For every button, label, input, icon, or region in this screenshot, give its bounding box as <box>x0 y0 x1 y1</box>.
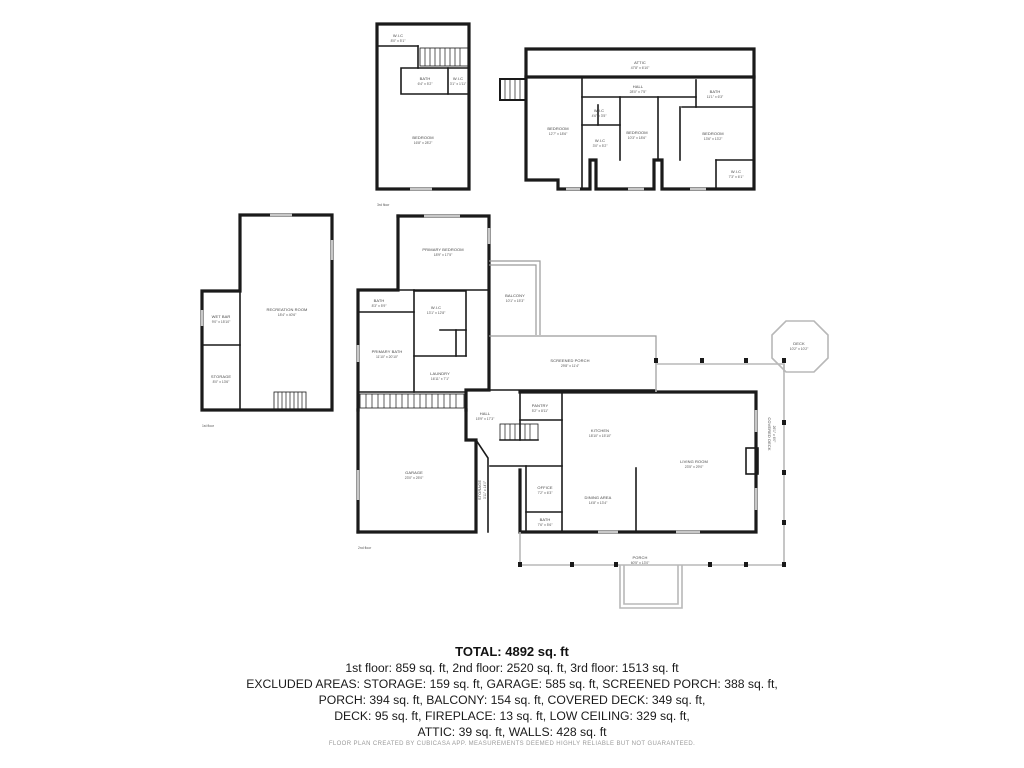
room-name: PRIMARY BEDROOM <box>422 247 463 252</box>
room-name: W.I.C <box>595 138 605 143</box>
room-name: W.I.C <box>393 33 403 38</box>
floor-areas: 1st floor: 859 sq. ft, 2nd floor: 2520 s… <box>345 661 679 675</box>
room-dims: 8'0" x 5'1" <box>391 39 407 43</box>
room-name: BALCONY <box>505 293 525 298</box>
room-name: LIVING ROOM <box>680 459 708 464</box>
floor-label: 3rd floor <box>377 203 390 207</box>
room-name: KITCHEN <box>591 428 609 433</box>
second-floor-plan <box>356 214 829 609</box>
room-dims: 10'2" x 10'2" <box>790 347 809 351</box>
room-dims: 8'3" x 5'9" <box>372 304 388 308</box>
room-name: STORAGE <box>211 374 231 379</box>
room-dims: 3'1" x 1'11" <box>450 82 467 86</box>
room-dims: 13'1" x 12'8" <box>427 311 446 315</box>
room-dims: 60'5" x 13'0" <box>631 561 650 565</box>
room-dims: 16'8" x 28'2" <box>414 141 433 145</box>
room-name: BATH <box>540 517 551 522</box>
room-dims: 7'2" x 6'3" <box>538 491 554 495</box>
room-name: PORCH <box>633 555 648 560</box>
room-dims: 9'0" x 15'10" <box>212 320 231 324</box>
stair-second <box>359 393 465 409</box>
room-dims: 18'9" x 17'5" <box>434 253 453 257</box>
room-dims: 16'11" x 7'1" <box>431 377 450 381</box>
room-name: BEDROOM <box>547 126 568 131</box>
room-dims: 10'1" x 15'3" <box>506 299 525 303</box>
room-dims: 18'4" x 40'6" <box>278 313 297 317</box>
room-name: RECREATION ROOM <box>267 307 308 312</box>
room-dims: 23'0" x 25'0" <box>405 476 424 480</box>
room-dims: 7'6" x 5'6" <box>538 523 554 527</box>
room-name: BATH <box>420 76 431 81</box>
upper-floor-plan <box>499 47 756 191</box>
room-name: BEDROOM <box>412 135 433 140</box>
excluded-areas-line-3: DECK: 95 sq. ft, FIREPLACE: 13 sq. ft, L… <box>334 709 690 723</box>
room-dims: 14'8" x 13'4" <box>589 501 608 505</box>
room-dims: 7'3" x 6'1" <box>729 175 745 179</box>
room-dims: 4'6" x 3'5" <box>592 114 608 118</box>
third-floor-plan <box>375 22 471 191</box>
room-name: LAUNDRY <box>430 371 450 376</box>
excluded-areas-line-2: PORCH: 394 sq. ft, BALCONY: 154 sq. ft, … <box>318 693 706 707</box>
room-dims: 3'11" x 14'0" <box>483 480 487 499</box>
room-name: W.I.C <box>731 169 741 174</box>
disclaimer-footer: FLOOR PLAN CREATED BY CUBICASA APP. MEAS… <box>328 741 696 747</box>
room-dims: 26'1" x 6'0" <box>772 426 776 444</box>
room-name: SCREENED PORCH <box>550 358 589 363</box>
room-name: OFFICE <box>537 485 552 490</box>
room-name: PRIMARY BATH <box>372 349 403 354</box>
room-dims: 10'3" x 18'6" <box>628 136 647 140</box>
room-dims: 13'6" x 13'2" <box>704 137 723 141</box>
total-area: TOTAL: 4892 sq. ft <box>455 644 569 659</box>
room-name: W.I.C <box>453 76 463 81</box>
room-dims: 29'8" x 11'4" <box>561 364 580 368</box>
fireplace <box>745 447 759 475</box>
room-dims: 28'0" x 7'5" <box>630 90 648 94</box>
room-dims: 3'0" x 5'2" <box>593 144 609 148</box>
stair-upper <box>499 78 527 101</box>
floor-plan: W.I.C 8'0" x 5'1" BATH 6'4" x 5'2" W.I.C… <box>200 22 829 609</box>
room-dims: 15'9" x 17'3" <box>476 417 495 421</box>
room-dims: 8'0" x 13'6" <box>213 380 231 384</box>
room-name: W.I.C <box>431 305 441 310</box>
room-dims: 11'1" x 6'3" <box>707 95 724 99</box>
room-name: HALL <box>633 84 644 89</box>
stair-third <box>419 47 469 67</box>
first-floor-plan <box>200 213 334 412</box>
floor-label: 1st floor <box>202 424 215 428</box>
deck-octagon <box>771 320 829 373</box>
room-name: WET BAR <box>212 314 231 319</box>
room-name: BEDROOM <box>626 130 647 135</box>
room-name: HALL <box>480 411 491 416</box>
room-name: PANTRY <box>532 403 549 408</box>
room-name: STORAGE <box>477 480 482 500</box>
room-dims: 47'8" x 6'10" <box>631 66 650 70</box>
room-name: W.I.C <box>594 108 604 113</box>
room-name: BATH <box>374 298 385 303</box>
room-dims: 23'5" x 29'0" <box>685 465 704 469</box>
room-dims: 11'10" x 20'10" <box>376 355 399 359</box>
floor-label: 2nd floor <box>358 546 372 550</box>
stair-first <box>273 391 307 410</box>
room-name: ATTIC <box>634 60 646 65</box>
excluded-areas-line-1: EXCLUDED AREAS: STORAGE: 159 sq. ft, GAR… <box>246 677 778 691</box>
stair-hall <box>499 423 539 441</box>
room-dims: 5'2" x 8'11" <box>532 409 549 413</box>
room-name: BATH <box>710 89 721 94</box>
room-name: GARAGE <box>405 470 423 475</box>
excluded-areas-line-4: ATTIC: 39 sq. ft, WALLS: 428 sq. ft <box>417 725 607 739</box>
room-name: COVERED DECK <box>767 417 772 450</box>
room-name: DINING AREA <box>585 495 612 500</box>
room-name: DECK <box>793 341 805 346</box>
room-dims: 18'10" x 15'10" <box>589 434 612 438</box>
room-name: BEDROOM <box>702 131 723 136</box>
room-dims: 12'7" x 18'6" <box>549 132 568 136</box>
room-dims: 6'4" x 5'2" <box>418 82 434 86</box>
